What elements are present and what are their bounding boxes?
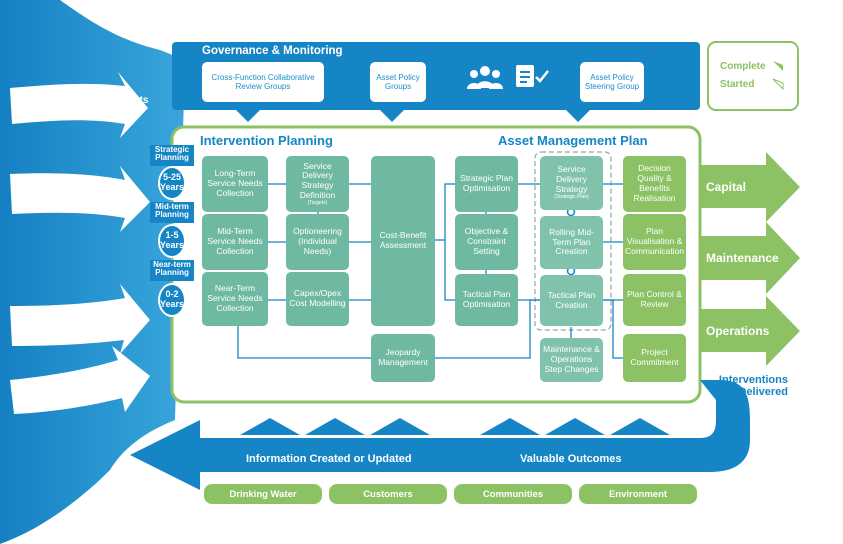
capital-label: Capital	[706, 180, 747, 194]
cost-benefit-box: Cost-Benefit Assessment	[371, 156, 435, 326]
service-delivery-strategy-sub: (Strategic Plan)	[554, 193, 589, 200]
service-delivery-strategy-label: Service Delivery Strategy	[555, 164, 588, 194]
project-commitment-box: Project Commitment	[623, 334, 686, 382]
plan-control-box: Plan Control & Review	[623, 274, 686, 326]
input-arrow-3	[10, 284, 150, 354]
plan-visualisation-box: Plan Visualisation & Communication	[623, 214, 686, 270]
info-created-label: Information Created or Updated	[246, 453, 412, 465]
legend-box	[707, 41, 799, 111]
asset-policy-groups-box: Asset Policy Groups	[370, 62, 426, 102]
steering-group-box: Asset Policy Steering Group	[580, 62, 644, 102]
people-group-icon	[467, 66, 503, 89]
complete-marker-icon	[773, 61, 783, 71]
service-delivery-strategy-box: Service Delivery Strategy (Strategic Pla…	[540, 156, 603, 210]
input-long-term: Long Term Requirements	[28, 95, 149, 106]
operations-arrow	[700, 296, 800, 366]
strategic-optimisation-box: Strategic Plan Optimisation	[455, 156, 518, 212]
customers-pill: Customers	[329, 484, 447, 504]
input-arrow-4	[10, 346, 150, 414]
near-term-needs-box: Near-Term Service Needs Collection	[202, 272, 268, 326]
strategy-definition-label: Service Delivery Strategy Definition	[299, 160, 336, 200]
midterm-planning-label: Mid-term Planning	[150, 202, 194, 223]
strategic-years: 5-25 Years	[158, 166, 186, 200]
nearterm-years: 0-2 Years	[158, 283, 186, 317]
input-arrow-1	[10, 72, 148, 138]
interventions-delivered-label: Interventions Delivered	[718, 374, 788, 399]
drinking-water-pill: Drinking Water	[204, 484, 322, 504]
document-check-icon	[516, 65, 549, 87]
valuable-outcomes-label: Valuable Outcomes	[520, 453, 622, 465]
capital-arrow	[700, 152, 800, 222]
rolling-plan-box: Rolling Mid-Term Plan Creation	[540, 216, 603, 269]
long-term-needs-box: Long-Term Service Needs Collection	[202, 156, 268, 212]
optioneering-box: Optioneering (Individual Needs)	[286, 214, 349, 270]
tactical-optimisation-box: Tactical Plan Optimisation	[455, 274, 518, 326]
maintenance-arrow	[700, 222, 800, 294]
capex-opex-box: Capex/Opex Cost Modelling	[286, 272, 349, 326]
nearterm-planning-label: Near-term Planning	[150, 260, 194, 281]
input-regulatory: Regulatory Commitments	[28, 184, 95, 206]
strategy-definition-sub: (Targets)	[307, 199, 328, 206]
amp-dashed-outline	[534, 151, 612, 331]
maintenance-step-changes-box: Maintenance & Operations Step Changes	[540, 338, 603, 382]
mid-term-needs-box: Mid-Term Service Needs Collection	[202, 214, 268, 270]
started-marker-icon	[772, 78, 784, 90]
input-issues: Issues and Opportunities	[28, 314, 94, 336]
feedback-loop-arrow	[130, 380, 750, 490]
review-groups-box: Cross-Function Collaborative Review Grou…	[202, 62, 324, 102]
input-arrow-2	[10, 166, 150, 232]
strategy-definition-box: Service Delivery Strategy Definition (Ta…	[286, 156, 349, 212]
legend-complete: Complete	[720, 61, 766, 72]
input-asset-modelling: Asset Modelling & Analytics	[28, 385, 105, 407]
communities-pill: Communities	[454, 484, 572, 504]
governance-title: Governance & Monitoring	[202, 45, 343, 57]
midterm-years: 1-5 Years	[158, 224, 186, 258]
jeopardy-box: Jeopardy Management	[371, 334, 435, 382]
tactical-plan-creation-box: Tactical Plan Creation	[540, 275, 603, 326]
decision-quality-box: Decision Quality & Benefits Realisation	[623, 156, 686, 212]
operations-label: Operations	[706, 324, 770, 338]
legend-started: Started	[720, 79, 755, 90]
environment-pill: Environment	[579, 484, 697, 504]
maintenance-label: Maintenance	[706, 251, 779, 265]
intervention-planning-title: Intervention Planning	[200, 133, 333, 148]
objective-constraint-box: Objective & Constraint Setting	[455, 214, 518, 270]
strategic-planning-label: Strategic Planning	[150, 145, 194, 166]
asset-management-plan-title: Asset Management Plan	[498, 133, 648, 148]
